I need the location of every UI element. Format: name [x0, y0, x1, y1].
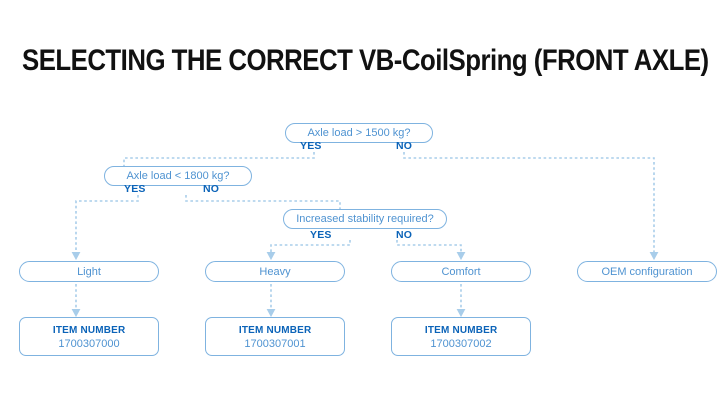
edge-d2-no	[185, 195, 341, 210]
item-number-heading: ITEM NUMBER	[52, 323, 126, 336]
decision-node-increased-stability[interactable]: Increased stability required?	[283, 209, 447, 229]
branch-label-d1-no: NO	[396, 140, 413, 152]
edge-d3-no	[396, 240, 466, 261]
item-number-heading: ITEM NUMBER	[424, 323, 498, 336]
result-label: Heavy	[259, 265, 291, 278]
result-label: OEM configuration	[601, 265, 693, 278]
branch-label-d2-yes: YES	[124, 183, 146, 195]
result-label: Comfort	[441, 265, 481, 278]
edge-d2-yes	[71, 195, 139, 261]
item-number-value: 1700307000	[58, 337, 120, 350]
edge-d3-yes	[266, 240, 351, 261]
item-number-value: 1700307001	[244, 337, 306, 350]
decision-label: Axle load < 1800 kg?	[126, 170, 230, 182]
decision-node-axle-load-1500[interactable]: Axle load > 1500 kg?	[285, 123, 433, 143]
item-number-box-1700307000[interactable]: ITEM NUMBER 1700307000	[19, 317, 159, 356]
result-node-oem-configuration[interactable]: OEM configuration	[577, 261, 717, 282]
item-number-value: 1700307002	[430, 337, 492, 350]
branch-label-d1-yes: YES	[300, 140, 322, 152]
edge-d1-yes	[123, 152, 315, 167]
result-label: Light	[77, 265, 101, 278]
decision-node-axle-load-1800[interactable]: Axle load < 1800 kg?	[104, 166, 252, 186]
result-node-heavy[interactable]: Heavy	[205, 261, 345, 282]
result-node-light[interactable]: Light	[19, 261, 159, 282]
page-title: SELECTING THE CORRECT VB-CoilSpring (FRO…	[22, 44, 709, 77]
decision-label: Axle load > 1500 kg?	[307, 127, 411, 139]
branch-label-d3-yes: YES	[310, 229, 332, 241]
item-number-heading: ITEM NUMBER	[238, 323, 312, 336]
decision-label: Increased stability required?	[296, 213, 434, 225]
item-number-box-1700307002[interactable]: ITEM NUMBER 1700307002	[391, 317, 531, 356]
result-node-comfort[interactable]: Comfort	[391, 261, 531, 282]
branch-label-d3-no: NO	[396, 229, 413, 241]
branch-label-d2-no: NO	[203, 183, 220, 195]
edge-d1-no	[403, 152, 659, 261]
item-number-box-1700307001[interactable]: ITEM NUMBER 1700307001	[205, 317, 345, 356]
